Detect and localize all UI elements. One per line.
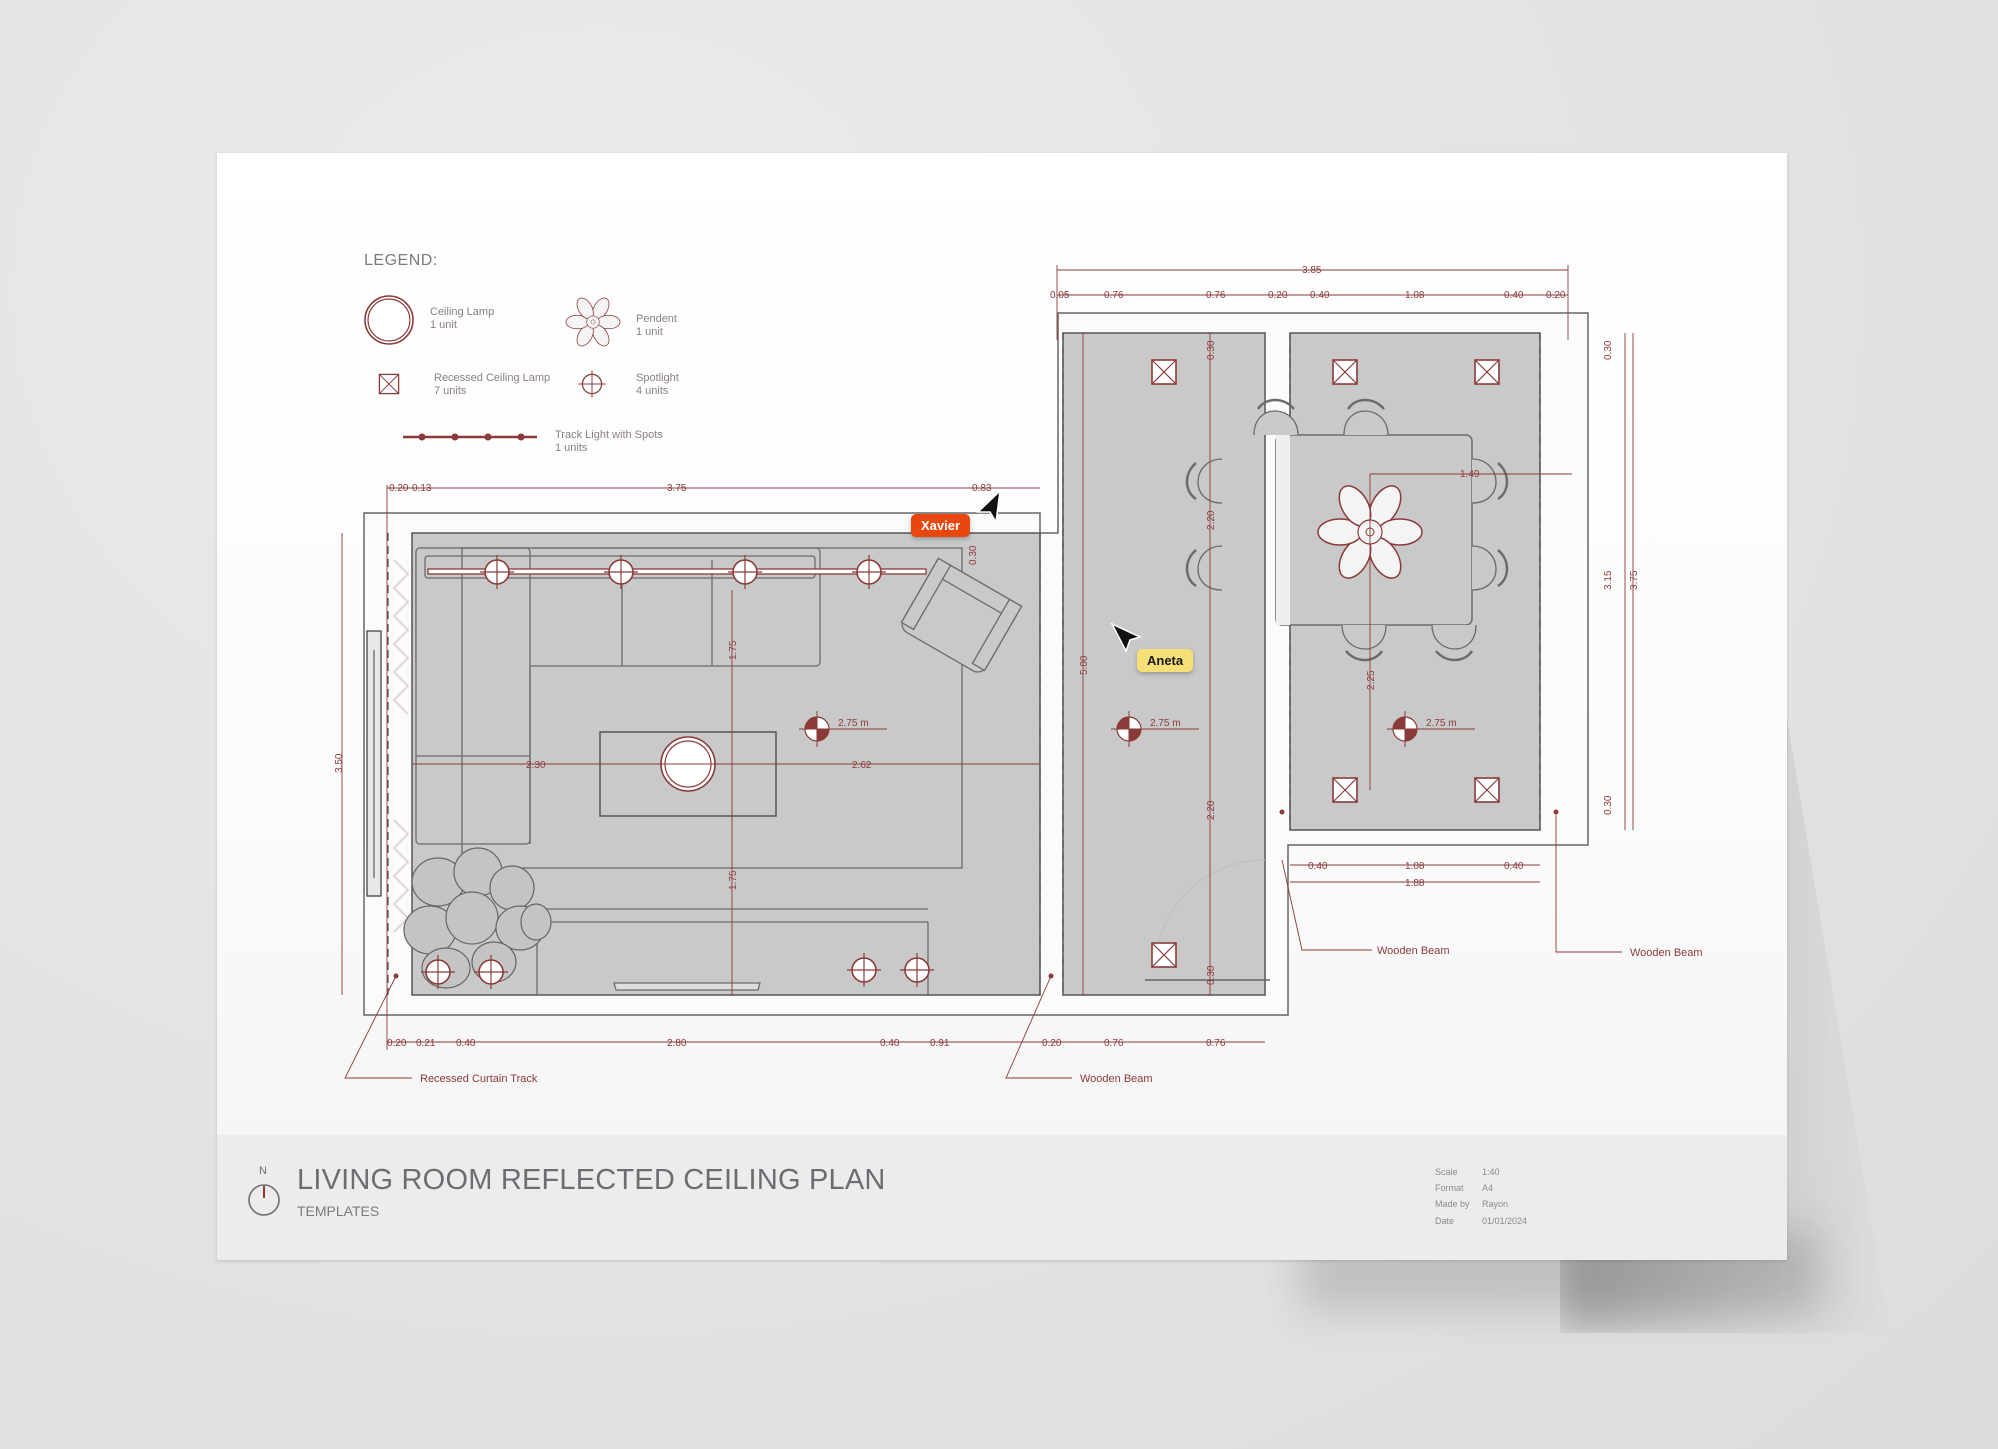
track-light — [427, 554, 927, 590]
sectional-sofa — [415, 547, 821, 845]
dim-label: 0.83 — [972, 483, 992, 494]
legend-count: 1 units — [555, 442, 588, 454]
dim-label: 0.30 — [1603, 795, 1614, 815]
dim-label: 0.20 — [1268, 290, 1288, 301]
legend-count: 7 units — [434, 385, 467, 397]
height-label: 2.75 m — [838, 718, 869, 729]
dim-label: 0.76 — [1206, 1038, 1226, 1049]
dim-label: 1.49 — [1460, 469, 1480, 480]
dim-label: 2.25 — [1366, 670, 1377, 690]
dim-label: 0.20 — [389, 483, 409, 494]
dim-label: 0.76 — [1104, 290, 1124, 301]
info-label: Scale — [1435, 1167, 1458, 1177]
rug — [461, 547, 963, 869]
ceiling-lamp-icon — [364, 295, 414, 345]
dim-label: 0.40 — [1308, 861, 1328, 872]
info-label: Format — [1435, 1183, 1464, 1193]
dim-label: 5.00 — [1079, 655, 1090, 675]
dim-label: 2.30 — [526, 760, 546, 771]
callout-wooden-beam: Wooden Beam — [1630, 947, 1703, 959]
dim-label: 1.08 — [1405, 861, 1425, 872]
callout-leaders — [344, 815, 1622, 1079]
dim-label: 0.30 — [1603, 340, 1614, 360]
dim-label: 0.40 — [1310, 290, 1330, 301]
legend-item-ceiling-lamp: Ceiling Lamp 1 unit — [430, 306, 494, 332]
legend-label: Recessed Ceiling Lamp — [434, 372, 551, 384]
dim-label: 3.75 — [667, 483, 687, 494]
legend-title: LEGEND: — [364, 252, 438, 269]
dim-label: 1.08 — [1405, 290, 1425, 301]
spotlight-icon — [577, 369, 607, 399]
curtain — [392, 559, 410, 933]
callout-curtain-track: Recessed Curtain Track — [420, 1073, 538, 1085]
pendant-icon — [566, 295, 620, 349]
height-label: 2.75 m — [1150, 718, 1181, 729]
dim-label: 1.88 — [1405, 878, 1425, 889]
drawing-subtitle: TEMPLATES — [297, 1203, 380, 1219]
dim-label: 1.75 — [728, 640, 739, 660]
window — [366, 630, 382, 897]
dim-label: 1.75 — [728, 870, 739, 890]
dim-label: 2.20 — [1206, 510, 1217, 530]
legend-item-spotlight: Spotlight 4 units — [636, 372, 679, 398]
armchair — [900, 557, 1023, 673]
legend-count: 1 unit — [430, 319, 457, 331]
dim-label: 2.20 — [1206, 800, 1217, 820]
dim-label: 0.30 — [968, 545, 979, 565]
dim-label: 0.91 — [930, 1038, 950, 1049]
legend-label: Spotlight — [636, 372, 679, 384]
legend-label: Pendent — [636, 313, 677, 325]
cursor-xavier-icon — [976, 488, 1002, 525]
legend-item-track-light: Track Light with Spots 1 units — [555, 429, 663, 455]
dim-label: 0.40 — [1504, 861, 1524, 872]
collaborator-badge-xavier: Xavier — [911, 514, 971, 537]
dim-label: 3.85 — [1302, 265, 1322, 276]
dim-label: 0.05 — [1050, 290, 1070, 301]
dim-label: 2.62 — [852, 760, 872, 771]
legend-label: Ceiling Lamp — [430, 306, 495, 318]
cursor-aneta-icon — [1110, 622, 1143, 653]
legend-icons — [364, 295, 620, 441]
info-label: Made by — [1435, 1199, 1470, 1209]
legend-item-recessed-lamp: Recessed Ceiling Lamp 7 units — [434, 372, 550, 398]
dim-label: 0.20 — [387, 1038, 407, 1049]
north-arrow-icon — [248, 1184, 280, 1216]
dim-label: 0.76 — [1104, 1038, 1124, 1049]
dim-label: 0.13 — [412, 483, 432, 494]
callout-wooden-beam: Wooden Beam — [1080, 1073, 1153, 1085]
dim-label: 0.20 — [1546, 290, 1566, 301]
info-value: 1:40 — [1482, 1167, 1500, 1177]
dim-label: 0.30 — [1206, 965, 1217, 985]
dim-label: 0.21 — [416, 1038, 436, 1049]
title-band — [217, 1135, 1787, 1260]
info-value: Rayon — [1482, 1199, 1509, 1209]
north-label: N — [259, 1165, 267, 1177]
legend-label: Track Light with Spots — [555, 429, 663, 441]
info-value: A4 — [1482, 1183, 1494, 1193]
info-value: 01/01/2024 — [1482, 1216, 1528, 1226]
legend-count: 4 units — [636, 385, 669, 397]
callout-wooden-beam: Wooden Beam — [1377, 945, 1450, 957]
track-light-icon — [403, 433, 537, 441]
legend-item-pendant: Pendent 1 unit — [636, 313, 677, 339]
legend-count: 1 unit — [636, 326, 663, 338]
dim-label: 3.75 — [1629, 570, 1640, 590]
dim-label: 2.80 — [667, 1038, 687, 1049]
height-label: 2.75 m — [1426, 718, 1457, 729]
dimension-lines — [341, 265, 1634, 1050]
dim-label: 0.30 — [1206, 340, 1217, 360]
dim-label: 0.76 — [1206, 290, 1226, 301]
dim-label: 0.20 — [1042, 1038, 1062, 1049]
collaborator-badge-aneta: Aneta — [1137, 649, 1194, 672]
dim-label: 3.50 — [334, 753, 345, 773]
dim-label: 0.40 — [456, 1038, 476, 1049]
dim-label: 0.40 — [880, 1038, 900, 1049]
drawing-title: LIVING ROOM REFLECTED CEILING PLAN — [297, 1164, 886, 1196]
dim-label: 0.40 — [1504, 290, 1524, 301]
info-label: Date — [1435, 1216, 1455, 1226]
recessed-ceiling-lamp-icon — [378, 373, 400, 395]
dim-label: 3.15 — [1603, 570, 1614, 590]
